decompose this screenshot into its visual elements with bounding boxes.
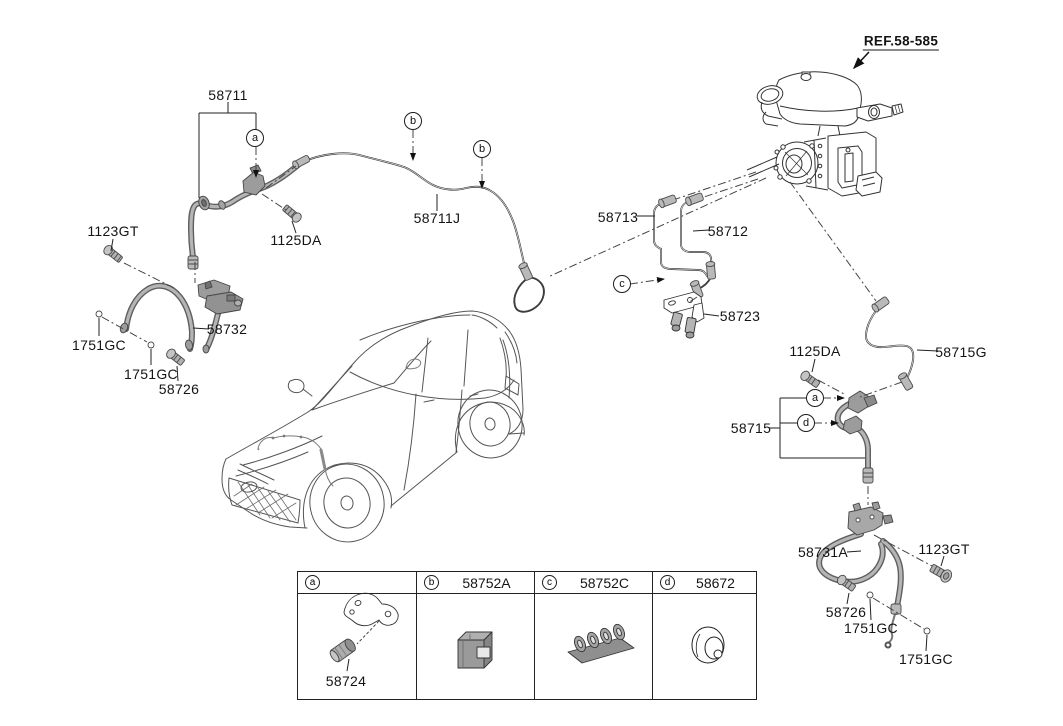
- callout-b-pipe-clip-1: b: [404, 112, 422, 130]
- washer-1751GC-front-upper: [95, 310, 103, 318]
- part-label-1751GC-rear-upper: 1751GC: [844, 620, 898, 636]
- bracket-58723: [663, 291, 705, 339]
- washer-1751GC-rear-lower: [923, 627, 931, 635]
- rear-hose-tube-end: [884, 613, 896, 649]
- hood-brake-line-route: [257, 358, 422, 487]
- legend-table: a b 58752A c 58752C d 58672: [297, 571, 757, 700]
- callout-c-pipe-clip: c: [613, 275, 631, 293]
- washer-1751GC-rear-upper: [866, 591, 874, 599]
- fasteners: [95, 204, 953, 635]
- bolt-1123GT-front: [103, 245, 123, 263]
- part-label-1125DA-rear: 1125DA: [789, 343, 841, 359]
- legend-callout-b: b: [424, 575, 439, 590]
- bolt-58726-front: [166, 348, 185, 366]
- legend-header-a: a: [298, 572, 417, 594]
- part-label-58726-front: 58726: [158, 381, 200, 397]
- part-58724-drawing: [329, 592, 399, 663]
- bolt-1125DA-rear: [800, 370, 821, 388]
- part-label-1123GT-front: 1123GT: [87, 223, 139, 239]
- legend-part-no-c: 58752C: [579, 574, 630, 591]
- ref-callout-label: REF.58-585: [862, 33, 940, 51]
- grille-mesh: [233, 481, 297, 523]
- callout-a-hose-clamp: a: [246, 129, 264, 147]
- part-label-1751GC-rear-lower: 1751GC: [899, 651, 953, 667]
- callout-a-rear-clamp: a: [806, 389, 824, 407]
- legend-part-no-d: 58672: [696, 574, 735, 591]
- legend-callout-d: d: [660, 575, 675, 590]
- master-cylinder-assembly: [746, 71, 904, 197]
- callout-d-grommet: d: [797, 414, 815, 432]
- legend-cell-d: [653, 594, 756, 699]
- part-label-1751GC-front-lower: 1751GC: [124, 366, 178, 382]
- part-label-58711: 58711: [208, 87, 248, 103]
- rear-wheel: [457, 389, 523, 459]
- washer-1751GC-front-lower: [147, 341, 155, 349]
- legend-part-no-b: 58752A: [462, 574, 511, 591]
- bolt-58726-rear: [836, 574, 856, 592]
- bolt-1123GT-rear: [929, 564, 953, 583]
- part-label-1123GT-rear: 1123GT: [918, 541, 970, 557]
- part-label-58713: 58713: [597, 209, 639, 225]
- legend-cell-c: [535, 594, 653, 699]
- part-label-58712: 58712: [707, 223, 749, 239]
- leader-lines: [98, 102, 945, 672]
- part-label-1125DA-front: 1125DA: [270, 232, 322, 248]
- front-wheel: [309, 463, 385, 543]
- part-58752C-drawing: [567, 623, 635, 664]
- legend-callout-c: c: [542, 575, 557, 590]
- part-58752A-drawing: [457, 631, 493, 669]
- ref-arrow: [852, 51, 870, 70]
- legend-cell-a: [298, 594, 417, 699]
- legend-callout-a: a: [305, 575, 320, 590]
- part-label-58726-rear: 58726: [825, 604, 867, 620]
- part-label-58711J: 58711J: [413, 210, 461, 226]
- legend-header-b: b 58752A: [417, 572, 535, 594]
- callout-b-pipe-clip-2: b: [473, 140, 491, 158]
- bolt-1125DA-front: [282, 204, 302, 223]
- brake-hoses-outline: [123, 162, 904, 615]
- part-label-58723: 58723: [719, 308, 761, 324]
- callout-lines: [101, 130, 933, 630]
- part-label-58731A: 58731A: [797, 544, 849, 560]
- part-label-1751GC-front-upper: 1751GC: [72, 337, 126, 353]
- legend-header-d: d 58672: [653, 572, 756, 594]
- legend-cell-b: [417, 594, 535, 699]
- legend-header-c: c 58752C: [535, 572, 653, 594]
- part-58672-drawing: [691, 626, 725, 664]
- part-label-58732: 58732: [206, 321, 248, 337]
- brake-hoses-fill: [124, 163, 903, 614]
- legend-part-drawings: [329, 592, 725, 669]
- part-label-58724: 58724: [325, 673, 367, 689]
- part-label-58715G: 58715G: [935, 344, 987, 360]
- brake-pipes-highlight: [299, 153, 914, 379]
- vehicle-illustration: [221, 310, 525, 543]
- part-label-58715: 58715: [730, 420, 772, 436]
